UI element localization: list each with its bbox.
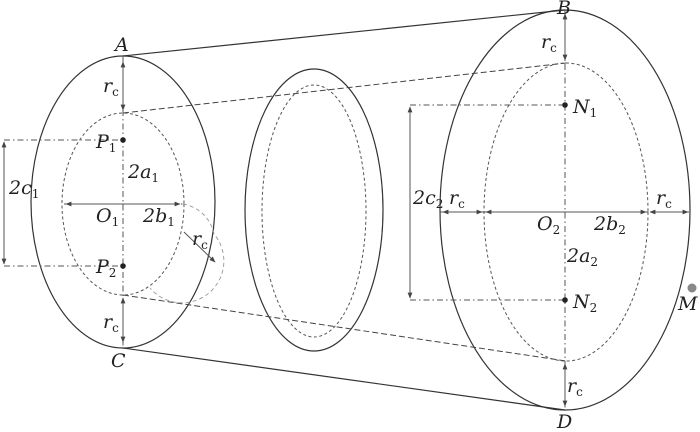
middle-inner-ellipse — [261, 84, 367, 338]
label-2a1: 2a1 — [127, 161, 159, 185]
middle-outer-ellipse — [244, 68, 384, 352]
label-O2: O2 — [537, 213, 560, 237]
label-rc-circle: rc — [192, 228, 208, 252]
label-O1: O1 — [96, 205, 119, 229]
label-rc-right-bottom: rc — [567, 375, 583, 399]
point-M — [687, 283, 697, 293]
rc-circle-hint — [149, 203, 225, 304]
label-N1: N1 — [572, 96, 597, 120]
top-generator-line — [122, 9, 566, 57]
label-rc-left-top: rc — [103, 75, 119, 99]
point-P2 — [120, 263, 126, 269]
label-2b2: 2b2 — [593, 213, 626, 237]
label-rc-right-left: rc — [449, 187, 465, 211]
label-N2: N2 — [572, 291, 597, 315]
label-rc-right-right: rc — [656, 187, 672, 211]
label-C: C — [111, 350, 126, 372]
label-2c1: 2c1 — [8, 177, 39, 201]
label-rc-left-bottom: rc — [103, 311, 119, 335]
label-rc-right-top: rc — [541, 31, 557, 55]
label-2c2: 2c2 — [412, 187, 443, 211]
label-2a2: 2a2 — [566, 245, 598, 269]
point-P1 — [120, 137, 126, 143]
label-B: B — [556, 0, 571, 19]
upper-inner-generator — [122, 62, 567, 114]
point-N1 — [562, 102, 568, 108]
lower-inner-generator — [122, 294, 567, 362]
label-P2: P2 — [95, 256, 116, 280]
point-N2 — [562, 297, 568, 303]
label-M: M — [677, 293, 698, 315]
label-P1: P1 — [95, 131, 116, 155]
label-D: D — [556, 411, 572, 432]
label-2b1: 2b1 — [142, 205, 175, 229]
bottom-generator-line — [122, 347, 566, 411]
label-A: A — [113, 34, 129, 56]
